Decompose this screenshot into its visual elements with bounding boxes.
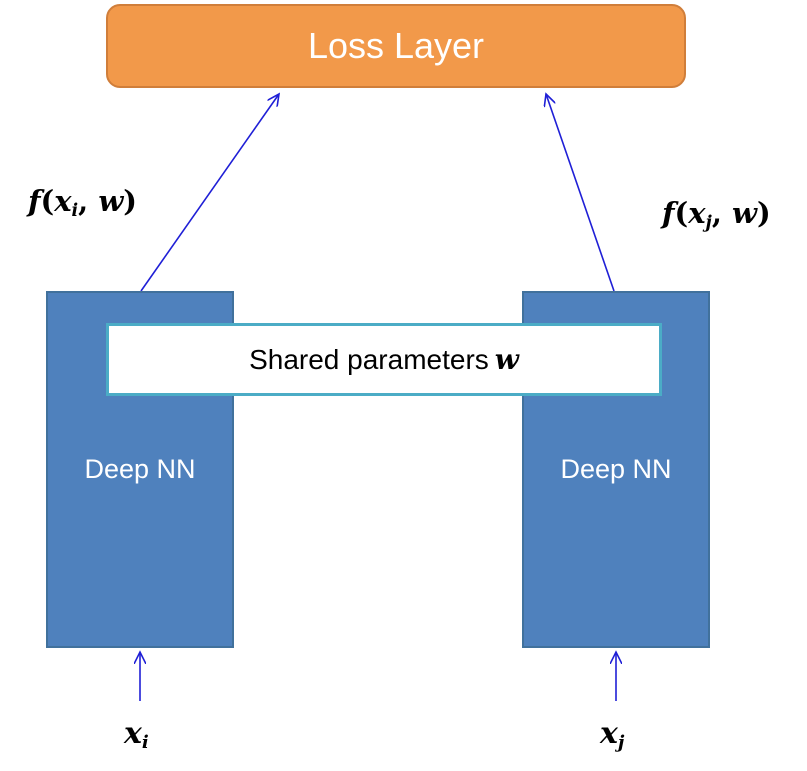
input-right-sub: j <box>617 732 625 754</box>
deep-nn-right-label: Deep NN <box>560 454 672 484</box>
output-left-open-paren: ( <box>40 184 55 218</box>
output-right-sub: j <box>705 212 712 233</box>
arrow-right-to-loss <box>546 94 615 292</box>
deep-nn-left-label: Deep NN <box>84 454 196 484</box>
output-left-comma: , <box>78 184 99 218</box>
output-left-param: w <box>98 184 124 218</box>
output-right-func: f <box>662 196 675 230</box>
arrow-left-to-loss <box>140 94 279 292</box>
output-left-func: f <box>28 184 41 218</box>
output-left-sub: i <box>71 200 79 221</box>
shared-parameters-symbol: w <box>494 343 519 376</box>
input-label-left: xi <box>124 716 149 753</box>
output-right-comma: , <box>711 196 733 230</box>
output-right-var: x <box>688 196 706 230</box>
shared-parameters-box: Shared parameters w <box>106 323 662 396</box>
output-right-close-paren: ) <box>756 196 771 230</box>
output-right-param: w <box>732 196 757 230</box>
input-label-right: xj <box>600 716 624 753</box>
output-label-right: f(xj, w) <box>662 196 771 233</box>
output-label-left: f(xi, w) <box>28 184 137 221</box>
output-left-var: x <box>54 184 72 218</box>
loss-layer-box: Loss Layer <box>106 4 686 88</box>
output-left-close-paren: ) <box>123 184 138 218</box>
output-right-open-paren: ( <box>674 196 689 230</box>
shared-parameters-label: Shared parameters <box>249 343 489 375</box>
input-left-var: x <box>124 716 142 751</box>
input-left-sub: i <box>141 732 149 754</box>
input-right-var: x <box>600 716 618 751</box>
